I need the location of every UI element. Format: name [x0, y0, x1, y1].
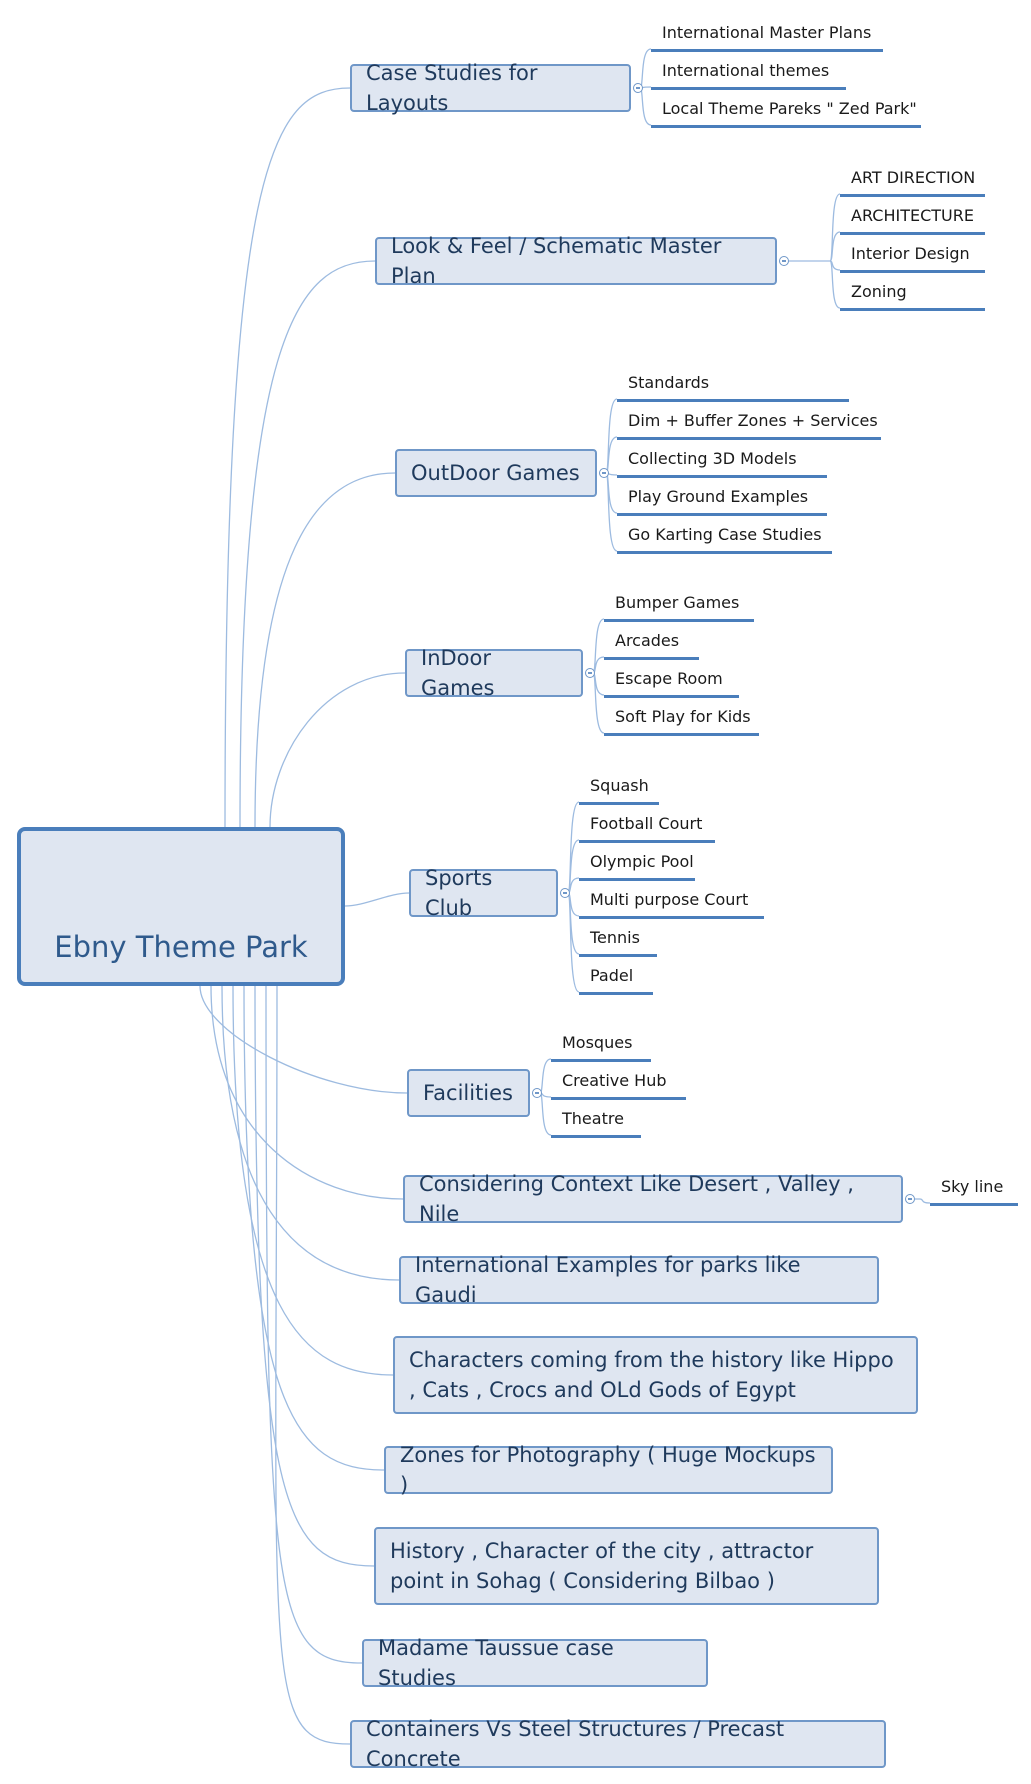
subtopic-connector: [539, 1058, 552, 1094]
topic-connector: [254, 472, 396, 828]
topic-node[interactable]: Characters coming from the history like …: [393, 1336, 918, 1414]
subtopic-node[interactable]: ART DIRECTION: [840, 165, 985, 197]
collapse-toggle-icon[interactable]: [905, 1194, 915, 1204]
subtopic-node[interactable]: Squash: [579, 773, 659, 805]
topic-connector: [210, 985, 404, 1200]
subtopic-node[interactable]: Tennis: [579, 925, 657, 957]
subtopic-node[interactable]: Local Theme Pareks " Zed Park": [651, 96, 921, 128]
topic-connector: [239, 260, 376, 828]
topic-connector: [269, 672, 406, 828]
subtopic-connector: [829, 231, 841, 262]
subtopic-node[interactable]: Sky line: [930, 1174, 1018, 1206]
subtopic-node[interactable]: ARCHITECTURE: [840, 203, 985, 235]
collapse-toggle-icon[interactable]: [599, 468, 609, 478]
subtopic-node[interactable]: Collecting 3D Models: [617, 446, 827, 478]
topic-connector: [254, 985, 375, 1567]
collapse-toggle-icon[interactable]: [633, 83, 643, 93]
subtopic-node[interactable]: Creative Hub: [551, 1068, 686, 1100]
topic-connector: [221, 985, 400, 1281]
subtopic-connector: [919, 1198, 931, 1204]
collapse-toggle-icon[interactable]: [560, 888, 570, 898]
topic-label: Facilities: [423, 1081, 513, 1105]
subtopic-connector: [592, 618, 605, 674]
topic-node[interactable]: Look & Feel / Schematic Master Plan: [375, 234, 777, 288]
subtopic-connector: [567, 892, 580, 993]
subtopic-node[interactable]: Football Court: [579, 811, 715, 843]
subtopic-node[interactable]: Interior Design: [840, 241, 985, 273]
subtopic-node[interactable]: Zoning: [840, 279, 985, 311]
collapse-toggle-icon[interactable]: [585, 668, 595, 678]
topic-label: Characters coming from the history like …: [409, 1348, 894, 1402]
topic-label: Look & Feel / Schematic Master Plan: [391, 234, 722, 288]
subtopic-node[interactable]: Standards: [617, 370, 849, 402]
central-topic[interactable]: Ebny Theme Park: [17, 827, 345, 986]
subtopic-connector: [829, 260, 841, 309]
subtopic-node[interactable]: International Master Plans: [651, 20, 883, 52]
subtopic-node[interactable]: Arcades: [604, 628, 699, 660]
subtopic-node[interactable]: International themes: [651, 58, 846, 90]
collapse-toggle-icon[interactable]: [532, 1088, 542, 1098]
topic-node[interactable]: Zones for Photography ( Huge Mockups ): [384, 1443, 833, 1497]
topic-connector: [344, 892, 410, 907]
subtopic-node[interactable]: Mosques: [551, 1030, 651, 1062]
topic-connector: [243, 985, 385, 1471]
topic-label: InDoor Games: [421, 646, 495, 700]
topic-connector: [224, 87, 351, 828]
topic-label: International Examples for parks like Ga…: [415, 1253, 801, 1307]
topic-node[interactable]: History , Character of the city , attrac…: [374, 1527, 879, 1605]
topic-node[interactable]: OutDoor Games: [395, 449, 597, 497]
subtopic-node[interactable]: Bumper Games: [604, 590, 754, 622]
subtopic-connector: [605, 398, 618, 474]
subtopic-connector: [639, 48, 652, 89]
topic-connector: [275, 985, 351, 1745]
topic-label: Considering Context Like Desert , Valley…: [419, 1172, 854, 1226]
subtopic-connector: [829, 193, 841, 262]
subtopic-node[interactable]: Dim + Buffer Zones + Services: [617, 408, 881, 440]
subtopic-connector: [639, 87, 652, 126]
topic-label: Madame Taussue case Studies: [378, 1636, 614, 1690]
topic-label: OutDoor Games: [411, 461, 580, 485]
subtopic-node[interactable]: Escape Room: [604, 666, 739, 698]
topic-connector: [232, 985, 394, 1376]
subtopic-connector: [592, 672, 605, 734]
topic-node[interactable]: Facilities: [407, 1069, 530, 1117]
topic-connector: [265, 985, 363, 1664]
topic-connector: [199, 985, 408, 1094]
subtopic-node[interactable]: Padel: [579, 963, 653, 995]
topic-node[interactable]: InDoor Games: [405, 646, 583, 700]
topic-node[interactable]: Madame Taussue case Studies: [362, 1636, 708, 1690]
subtopic-node[interactable]: Multi purpose Court: [579, 887, 764, 919]
subtopic-node[interactable]: Theatre: [551, 1106, 641, 1138]
topic-label: History , Character of the city , attrac…: [390, 1539, 814, 1593]
topic-node[interactable]: Sports Club: [409, 866, 558, 920]
subtopic-connector: [539, 1092, 552, 1136]
topic-node[interactable]: Considering Context Like Desert , Valley…: [403, 1172, 903, 1226]
topic-node[interactable]: Containers Vs Steel Structures / Precast…: [350, 1717, 886, 1771]
topic-label: Sports Club: [425, 866, 493, 920]
subtopic-node[interactable]: Play Ground Examples: [617, 484, 827, 516]
subtopic-node[interactable]: Go Karting Case Studies: [617, 522, 832, 554]
central-topic-label: Ebny Theme Park: [54, 930, 308, 964]
subtopic-node[interactable]: Olympic Pool: [579, 849, 695, 881]
topic-label: Zones for Photography ( Huge Mockups ): [400, 1443, 816, 1497]
subtopic-node[interactable]: Soft Play for Kids: [604, 704, 759, 736]
collapse-toggle-icon[interactable]: [779, 256, 789, 266]
topic-label: Case Studies for Layouts: [366, 61, 538, 115]
topic-node[interactable]: International Examples for parks like Ga…: [399, 1253, 879, 1307]
topic-node[interactable]: Case Studies for Layouts: [350, 61, 631, 115]
topic-label: Containers Vs Steel Structures / Precast…: [366, 1717, 785, 1771]
